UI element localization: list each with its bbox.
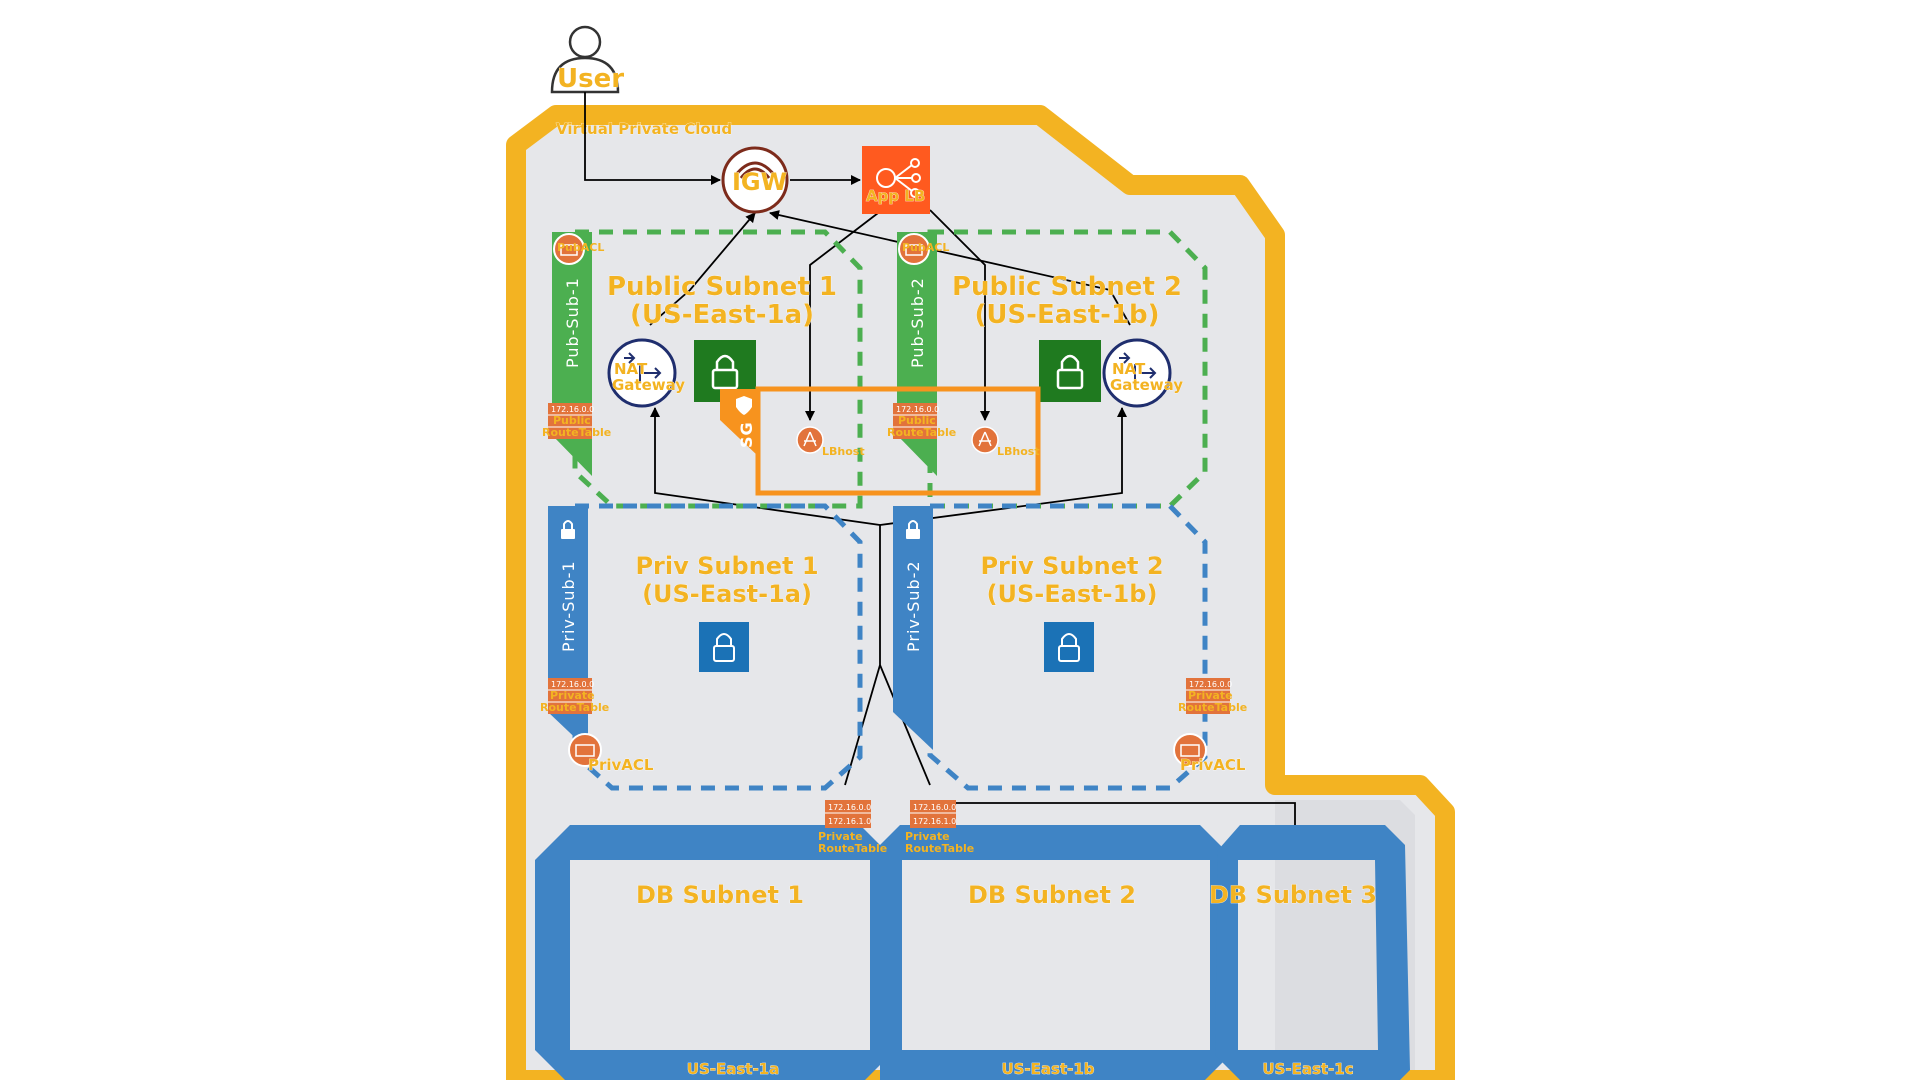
db-subnet-2-frame	[880, 825, 1225, 1080]
db-subnet-3-frame	[1215, 825, 1410, 1080]
app-load-balancer-icon[interactable]	[862, 146, 930, 214]
dbroute2-to-db3-connector	[955, 802, 1296, 825]
private-subnet-1-lock-icon	[699, 622, 749, 672]
nat-gateway-2-icon[interactable]	[1102, 338, 1172, 408]
db-subnet-3-title: DB Subnet 3	[1209, 881, 1377, 909]
vpc-label: Virtual Private Cloud	[556, 120, 732, 138]
public-route-table-2[interactable]: 172.16.0.0	[893, 403, 939, 439]
public-route-table-1[interactable]: 172.16.0.0	[548, 403, 594, 439]
security-group-shield-icon	[736, 396, 752, 415]
private-route-table-2-name-2: RouteTable	[1178, 701, 1247, 714]
pub-sub-2-tag-label: Pub-Sub-2	[908, 277, 927, 368]
private-subnet-1-title: Priv Subnet 1	[635, 552, 818, 580]
public-subnet-2-title: Public Subnet 2	[952, 272, 1182, 302]
private-route-table-2-name-1: Private	[1188, 689, 1233, 702]
applb-to-lbhost2-connector	[929, 209, 990, 421]
private-subnet-2-title: Priv Subnet 2	[980, 552, 1163, 580]
igw-label: IGW	[732, 168, 787, 196]
nat-gateway-1-label: NAT	[614, 360, 648, 378]
priv-to-dbroute2-connector	[879, 664, 931, 786]
private-route-table-1-cidr: 172.16.0.0	[551, 680, 594, 689]
private-subnet-1-az: (US-East-1a)	[642, 580, 812, 608]
public-route-table-2-cidr: 172.16.0.0	[896, 405, 939, 414]
public-route-table-1-cidr: 172.16.0.0	[551, 405, 594, 414]
public-subnet-1-az: (US-East-1a)	[630, 300, 814, 330]
nat-gateway-1-sublabel: Gateway	[612, 376, 685, 394]
public-acl-1-icon[interactable]	[553, 233, 585, 265]
db-route-table-1[interactable]: 172.16.0.0 172.16.1.0	[825, 800, 871, 828]
public-subnet-1-title: Public Subnet 1	[607, 272, 837, 302]
db-subnet-1-az: US-East-1a	[687, 1060, 779, 1078]
private-acl-1-label: PrivACL	[588, 756, 654, 774]
applb-to-lbhost1-connector	[805, 209, 883, 421]
nat-gateway-2-sublabel: Gateway	[1110, 376, 1183, 394]
priv-sub-2-lock-icon	[906, 520, 920, 539]
app-lb-label: App LB	[866, 187, 925, 205]
db-route-table-2-name-1: Private	[905, 830, 950, 843]
private-route-table-2[interactable]: 172.16.0.0	[1186, 678, 1232, 714]
lbhost-1-label: LBhost	[822, 445, 865, 458]
private-route-table-2-cidr: 172.16.0.0	[1189, 680, 1232, 689]
public-route-table-2-name-1: Public	[898, 414, 936, 427]
security-group-label: SG	[737, 421, 756, 448]
lbhost-2-label: LBhost	[997, 445, 1040, 458]
public-acl-1-label: PubACL	[557, 241, 604, 254]
db-route-table-1-cidr-1: 172.16.0.0	[828, 803, 871, 812]
private-subnet-2-az: (US-East-1b)	[987, 580, 1158, 608]
nat2-to-igw-connector	[769, 210, 1131, 326]
lbhost-2-icon[interactable]	[971, 426, 999, 454]
user-to-igw-connector	[584, 92, 721, 185]
priv-sub-2-tag-label: Priv-Sub-2	[904, 560, 923, 652]
priv-sub-1-lock-icon	[561, 520, 575, 539]
db-subnet-1-title: DB Subnet 1	[636, 881, 804, 909]
db-subnet-2-az: US-East-1b	[1001, 1060, 1094, 1078]
private-route-table-1[interactable]: 172.16.0.0	[548, 678, 594, 714]
user-label: User	[557, 64, 624, 94]
public-subnet-2-lock-icon	[1039, 340, 1101, 402]
db-subnet-3-az: US-East-1c	[1262, 1060, 1353, 1078]
private-acl-2-label: PrivACL	[1180, 756, 1246, 774]
public-acl-2-icon[interactable]	[898, 233, 930, 265]
db-route-table-2-cidr-2: 172.16.1.0	[913, 817, 956, 826]
internet-gateway-icon[interactable]	[721, 146, 789, 214]
private-route-table-1-name-1: Private	[550, 689, 595, 702]
db-subnet-1-frame	[535, 825, 880, 1080]
private-subnet-2-lock-icon	[1044, 622, 1094, 672]
priv-sub-1-tag-label: Priv-Sub-1	[559, 560, 578, 652]
db-route-table-1-cidr-2: 172.16.1.0	[828, 817, 871, 826]
nat1-to-igw-connector	[649, 212, 756, 326]
public-subnet-1-boundary	[572, 229, 863, 509]
priv-to-nat1-connector	[650, 407, 881, 526]
db-route-table-2-name-2: RouteTable	[905, 842, 974, 855]
lbhost-1-icon[interactable]	[796, 426, 824, 454]
nat-gateway-1-icon[interactable]	[607, 338, 677, 408]
pub-sub-1-tag-label: Pub-Sub-1	[563, 277, 582, 368]
public-subnet-2-az: (US-East-1b)	[974, 300, 1159, 330]
db-route-table-1-name-1: Private	[818, 830, 863, 843]
private-acl-2-icon[interactable]	[1173, 733, 1207, 767]
priv-sub-2-tag	[893, 506, 933, 750]
public-subnet-2-boundary	[927, 229, 1208, 509]
public-route-table-2-name-2: RouteTable	[887, 426, 956, 439]
db-subnet-2-title: DB Subnet 2	[968, 881, 1136, 909]
public-route-table-1-name-1: Public	[553, 414, 591, 427]
nat-gateway-2-label: NAT	[1112, 360, 1146, 378]
public-route-table-1-name-2: RouteTable	[542, 426, 611, 439]
db-route-table-2[interactable]: 172.16.0.0 172.16.1.0	[910, 800, 956, 828]
db-route-table-1-name-2: RouteTable	[818, 842, 887, 855]
public-acl-2-label: PubACL	[902, 241, 949, 254]
user-icon[interactable]	[550, 25, 620, 94]
priv-to-nat2-connector	[879, 407, 1127, 526]
private-acl-1-icon[interactable]	[568, 733, 602, 767]
private-subnet-2-boundary	[927, 503, 1208, 791]
private-route-table-1-name-2: RouteTable	[540, 701, 609, 714]
db-route-table-2-cidr-1: 172.16.0.0	[913, 803, 956, 812]
